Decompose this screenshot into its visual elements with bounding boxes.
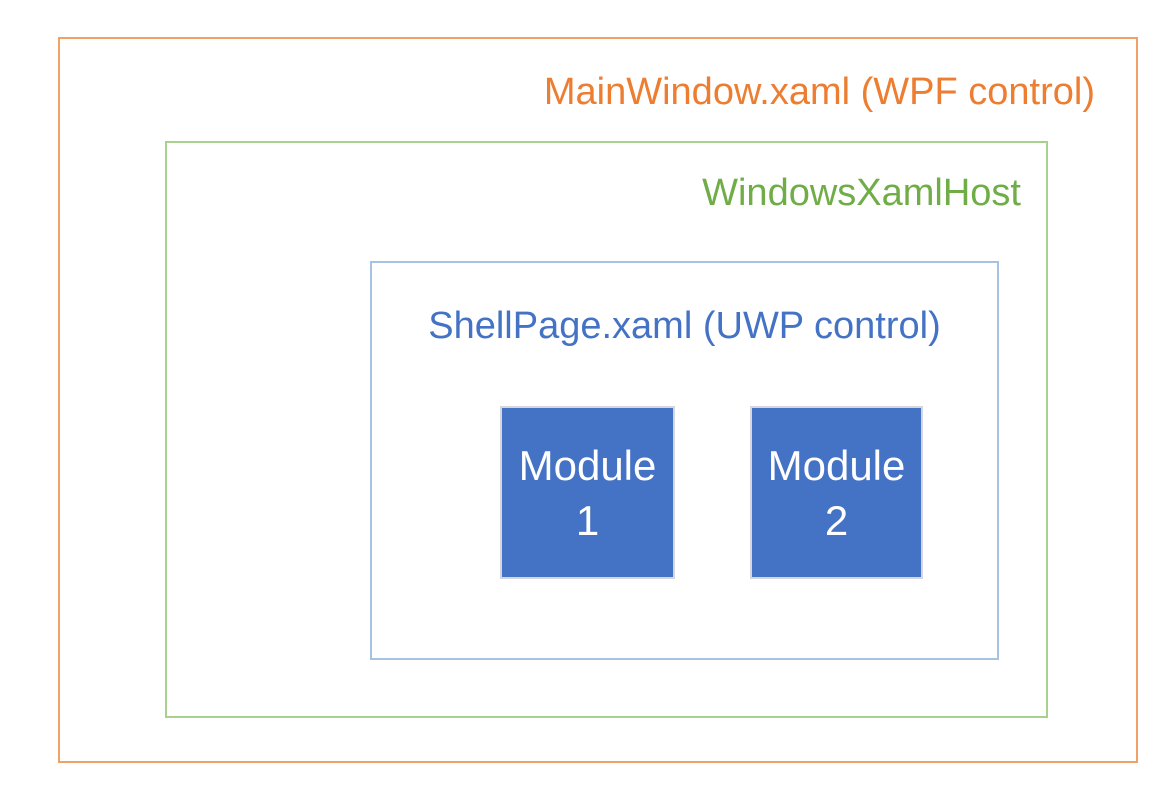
module-1-box: Module 1 <box>500 406 675 579</box>
mainwindow-box: MainWindow.xaml (WPF control) WindowsXam… <box>58 37 1138 763</box>
windowsxamlhost-label: WindowsXamlHost <box>702 172 1021 214</box>
shellpage-box: ShellPage.xaml (UWP control) Module 1 Mo… <box>370 261 999 660</box>
module-2-label-line2: 2 <box>824 496 849 544</box>
module-1-label-line1: Module <box>518 441 657 489</box>
module-1-label-line2: 1 <box>575 496 600 544</box>
mainwindow-label: MainWindow.xaml (WPF control) <box>543 71 1095 113</box>
windowsxamlhost-box: WindowsXamlHost ShellPage.xaml (UWP cont… <box>165 141 1048 718</box>
shellpage-label: ShellPage.xaml (UWP control) <box>428 305 941 347</box>
module-2-box: Module 2 <box>750 406 923 579</box>
module-2-label-line1: Module <box>767 441 906 489</box>
